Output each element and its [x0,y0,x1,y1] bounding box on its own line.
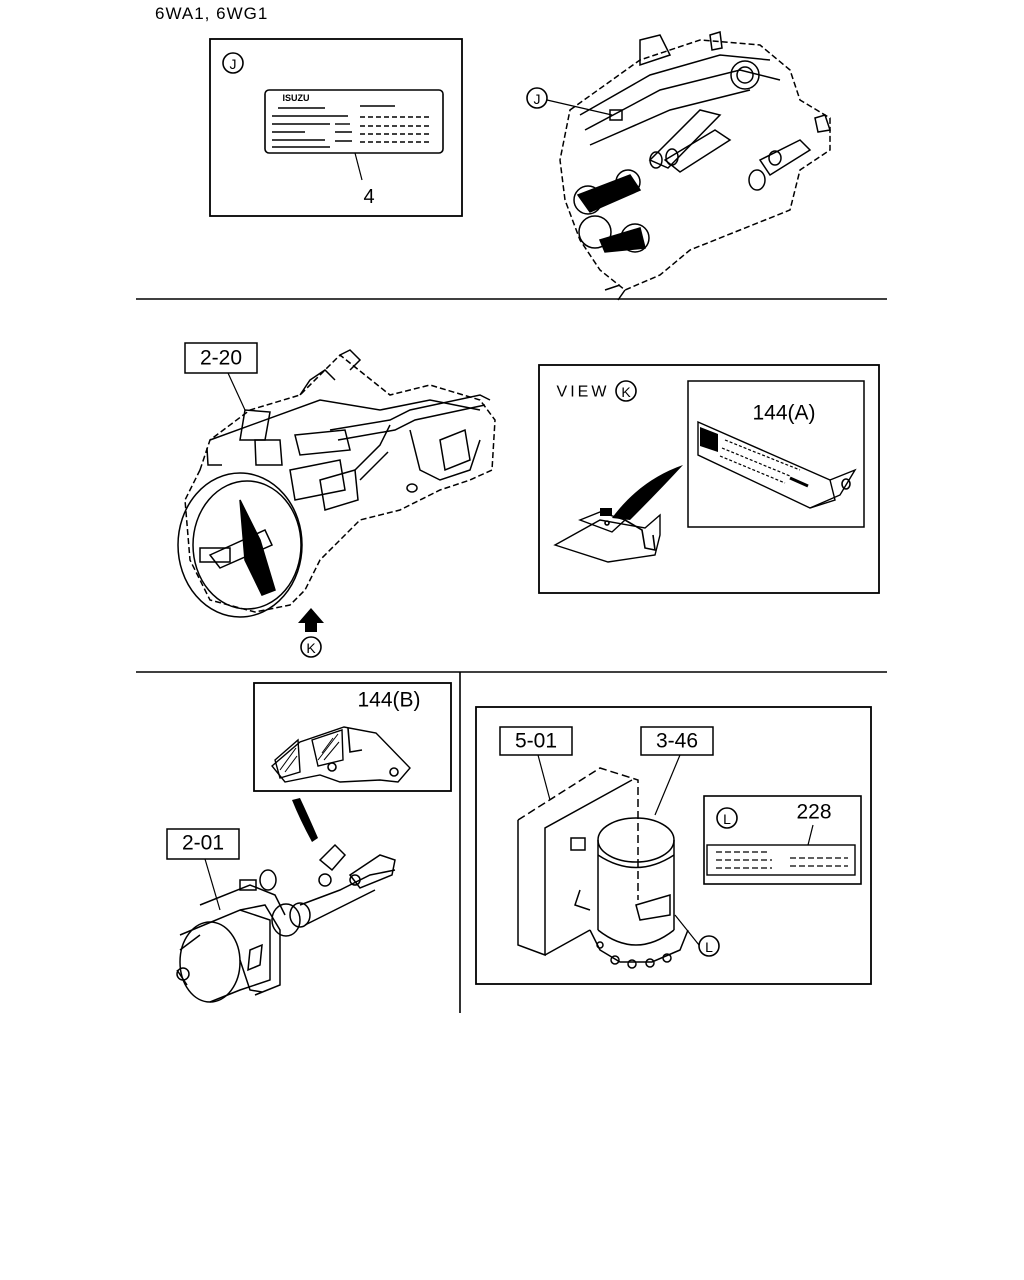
label-228-callout-l-letter: L [723,811,731,827]
callout-j-circle [222,52,244,74]
plate-144a-logo [700,427,718,452]
clutch-ref-box [166,828,240,911]
dryer-callout-l-letter: L [705,939,713,955]
engine-callout-j-letter: J [534,91,541,107]
zoom-pointer-clutch [292,798,318,842]
air-dryer-frame [475,706,872,985]
part-number-4: 4 [363,186,374,208]
label-228-box [703,795,862,885]
callout-j-letter: J [230,56,237,72]
view-k-arrow [298,608,324,658]
zoom-pointer [612,465,683,520]
leader-line-4 [354,152,363,181]
part-number-228: 228 [796,801,831,824]
ref-3-46: 3-46 [656,730,698,753]
label-detail-box-j [209,38,463,217]
view-k-detail-box [538,364,880,594]
air-dryer-drawing [517,767,689,969]
transmission-ref-box [184,342,258,411]
mounting-bracket [553,513,661,563]
ref-2-01: 2-01 [182,832,224,855]
plate-144b-hatch [279,733,340,773]
emission-label-text-lines [272,105,432,148]
ref-box-3-46 [640,726,714,756]
clutch-booster-drawing [176,843,396,1003]
dryer-callout-l [674,914,720,957]
arrow-callout-k-letter: K [306,640,316,656]
ref-box-5-01 [499,726,573,756]
plate-144a [697,420,836,509]
model-code-header: 6WA1, 6WG1 [155,4,269,23]
view-k-letter: K [621,384,631,400]
part-number-144a: 144(A) [752,402,815,425]
label-228-plate [706,844,856,876]
clutch-plate-detail-box [253,682,452,792]
label-brand-text: ISUZU [283,93,310,103]
view-label: VIEW [557,384,610,401]
ref-5-01: 5-01 [515,730,557,753]
ref-2-20: 2-20 [200,347,242,370]
engine-callout-j [526,87,613,116]
emission-label-plate [264,89,444,154]
plate-144b [271,726,411,783]
engine-drawing [559,31,831,301]
plate-144a-text [719,439,809,488]
transmission-drawing [177,349,496,618]
part-number-144b: 144(B) [357,689,420,712]
label-228-text [716,851,848,869]
